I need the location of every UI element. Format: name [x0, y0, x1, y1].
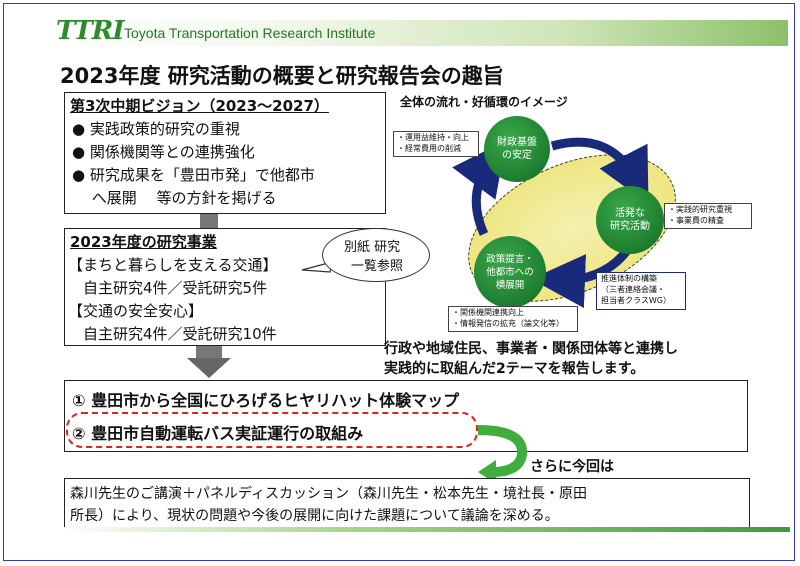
description-line-1: 行政や地域住民、事業者・関係団体等と連携し	[384, 341, 678, 357]
note-research-2: ・事業費の精査	[668, 216, 724, 225]
theme-2-highlight	[66, 412, 478, 448]
vision-bullet-2: ● 関係機関等との連携強化	[72, 143, 255, 161]
node-finance: 財政基盤 の安定	[484, 116, 550, 182]
org-name: Toyota Transportation Research Institute	[124, 25, 376, 41]
note-structure: 推進体制の構築 （三者連絡会議・ 担当者クラスWG）	[596, 272, 686, 310]
projects-line-4: 自主研究4件／受託研究10件	[68, 325, 277, 343]
note-policy-1: ・関係機関連携向上	[452, 308, 524, 317]
vision-bullet-1: ● 実践政策的研究の重視	[72, 120, 240, 138]
projects-line-3: 【交通の安全安心】	[68, 302, 204, 320]
vision-bullet-3: ● 研究成果を「豊田市発」で他都市	[72, 166, 315, 184]
projects-line-1: 【まちと暮らしを支える交通】	[68, 256, 278, 274]
diagram-caption: 全体の流れ・好循環のイメージ	[400, 95, 568, 109]
vision-box	[64, 92, 386, 214]
note-finance-1: ・運用益維持・向上	[397, 133, 469, 142]
node-research: 活発な 研究活動	[596, 186, 664, 254]
description-line-2: 実践的に取組んだ2テーマを報告します。	[384, 361, 645, 377]
note-finance: ・運用益維持・向上 ・経常費用の削減	[393, 131, 479, 157]
node-policy: 政策提言・ 他都市への 横展開	[474, 236, 546, 308]
theme-2: ② 豊田市自動運転バス実証運行の取組み	[72, 424, 364, 443]
vision-heading: 第3次中期ビジョン（2023～2027）	[70, 97, 329, 115]
callout-line-1: 別紙 研究	[344, 240, 401, 255]
vision-bullet-4: へ展開 等の方針を掲げる	[72, 189, 277, 207]
themes-box	[64, 380, 748, 452]
next-label: さらに今回は	[530, 459, 614, 475]
note-finance-2: ・経常費用の削減	[397, 144, 461, 153]
node-finance-label: 財政基盤 の安定	[497, 137, 537, 161]
flow-arrow-1-shaft	[200, 214, 218, 228]
note-policy: ・関係機関連携向上 ・情報発信の拡充（論文化等）	[448, 306, 578, 332]
note-policy-2: ・情報発信の拡充（論文化等）	[452, 319, 564, 328]
note-structure-3: 担当者クラスWG）	[601, 296, 671, 305]
ttri-logo: TTRI	[56, 16, 125, 46]
footer-accent	[60, 527, 790, 532]
next-arrow	[477, 425, 527, 484]
callout-line-2: 一覧参照	[351, 259, 404, 274]
header-bar	[48, 20, 788, 46]
node-research-label: 活発な 研究活動	[610, 208, 650, 232]
flow-arrow-2-head	[187, 358, 231, 378]
flow-arrow-2-shaft	[196, 346, 222, 360]
node-policy-label: 政策提言・ 他都市への 横展開	[486, 253, 534, 291]
panel-line-2: 所長）により、現状の問題や今後の展開に向けた課題について議論を深める。	[70, 508, 559, 524]
note-research: ・実践的研究重視 ・事業費の精査	[664, 203, 752, 229]
projects-line-2: 自主研究4件／受託研究5件	[68, 279, 268, 297]
note-research-1: ・実践的研究重視	[668, 205, 732, 214]
theme-1: ① 豊田市から全国にひろげるヒヤリハット体験マップ	[72, 391, 460, 410]
callout-bubble	[322, 228, 430, 282]
panel-line-1: 森川先生のご講演＋パネルディスカッション（森川先生・松本先生・境社長・原田	[70, 486, 588, 502]
page-title: 2023年度 研究活動の概要と研究報告会の趣旨	[60, 64, 504, 88]
note-structure-2: （三者連絡会議・	[601, 285, 665, 294]
note-structure-1: 推進体制の構築	[601, 274, 657, 283]
projects-heading: 2023年度の研究事業	[70, 233, 217, 251]
